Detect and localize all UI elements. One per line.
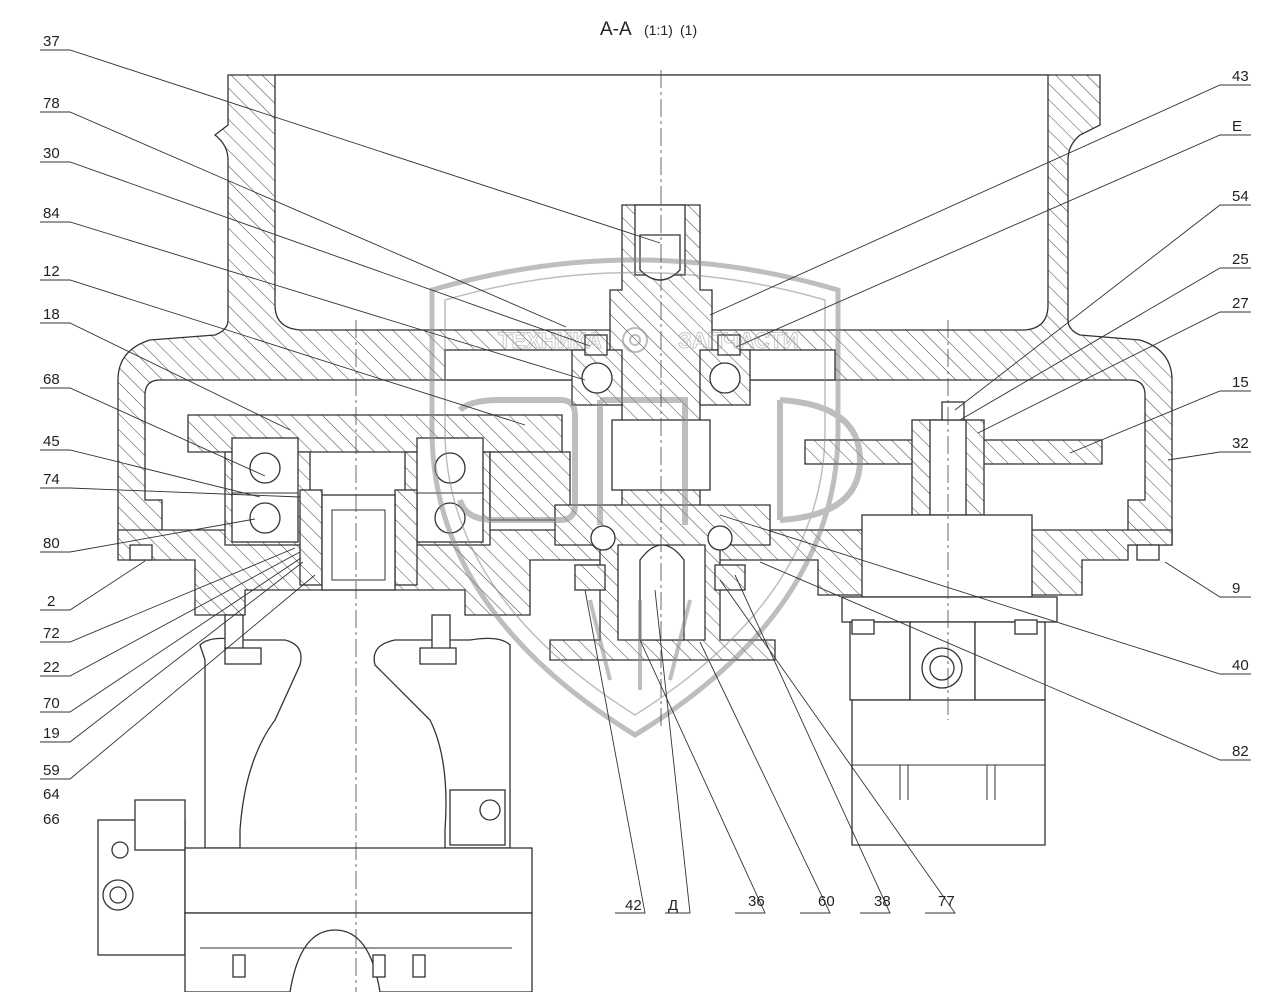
right-gear: [804, 401, 1103, 516]
callout-label: 78: [43, 95, 60, 112]
callout-label: 38: [874, 893, 891, 910]
callout-label: 68: [43, 371, 60, 388]
callout-label: 22: [43, 659, 60, 676]
output-flange: [549, 504, 776, 661]
watermark-emblem: ТЕХНИКА ЗАПЧАСТИ: [429, 257, 864, 738]
leader-lines: [40, 49, 1251, 914]
gear-icon: [622, 327, 648, 353]
callout-label: 12: [43, 263, 60, 280]
callout-label: Д: [668, 897, 678, 914]
callout-label: 59: [43, 762, 60, 779]
callout-label: 70: [43, 695, 60, 712]
section-scale-label: (1:1): [644, 22, 673, 38]
callout-label: 36: [748, 893, 765, 910]
callout-label: 74: [43, 471, 60, 488]
callout-label: 84: [43, 205, 60, 222]
callout-label: 43: [1232, 68, 1249, 85]
callout-label: 64: [43, 786, 60, 803]
callout-label: 15: [1232, 374, 1249, 391]
section-title-label: А-А: [600, 19, 632, 40]
callout-label: 32: [1232, 435, 1249, 452]
callout-label: 54: [1232, 188, 1249, 205]
section-title: А-А (1:1) (1): [600, 19, 697, 40]
callouts-right: 43 Е 54 25 27 15 32 9 40 82: [1232, 68, 1249, 760]
watermark-company-right: ЗАПЧАСТИ: [678, 328, 799, 353]
callout-label: 30: [43, 145, 60, 162]
callout-label: 45: [43, 433, 60, 450]
callout-label: 42: [625, 897, 642, 914]
left-hydraulic-motor: [97, 614, 533, 992]
callout-label: 27: [1232, 295, 1249, 312]
callouts-left: 37 78 30 84 12 18 68 45 74 80 2 72 22 70…: [43, 33, 60, 828]
callout-label: 40: [1232, 657, 1249, 674]
callout-label: 66: [43, 811, 60, 828]
callout-label: 37: [43, 33, 60, 50]
section-sheet-label: (1): [680, 22, 697, 38]
callout-label: 82: [1232, 743, 1249, 760]
center-axes: [355, 70, 949, 992]
right-motor: [841, 514, 1058, 846]
callout-label: 80: [43, 535, 60, 552]
callout-label: 18: [43, 306, 60, 323]
callout-label: 60: [818, 893, 835, 910]
callout-label: 19: [43, 725, 60, 742]
callout-label: 9: [1232, 580, 1240, 597]
callout-label: Е: [1232, 118, 1242, 135]
callout-label: 2: [47, 593, 55, 610]
callout-label: 72: [43, 625, 60, 642]
callout-label: 25: [1232, 251, 1249, 268]
callouts-bottom: 42 Д 36 60 38 77: [625, 893, 955, 914]
callout-label: 77: [938, 893, 955, 910]
